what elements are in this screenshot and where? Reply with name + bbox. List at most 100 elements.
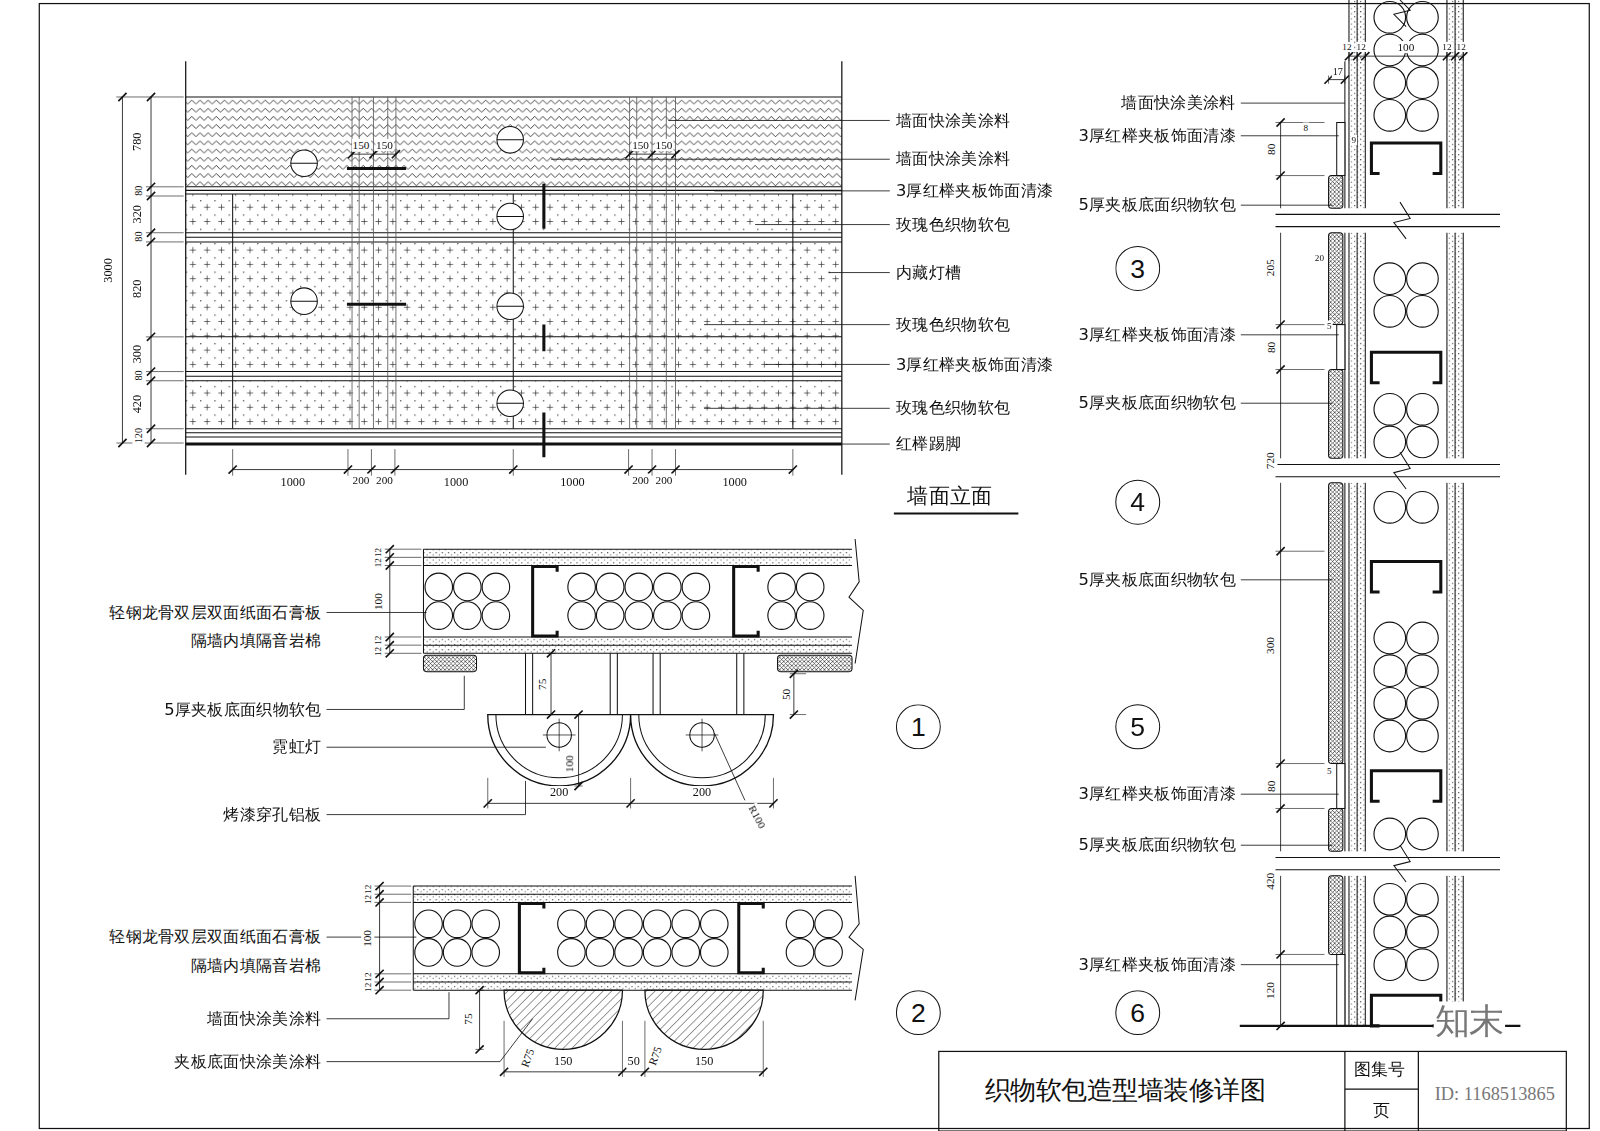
- dimension-line: [551, 653, 552, 714]
- extension-line: [146, 336, 184, 337]
- drawing-path: [645, 990, 763, 1049]
- drawing-path: [327, 612, 745, 814]
- extension-line: [385, 645, 422, 646]
- drawing-path: [291, 140, 524, 403]
- dimension-text: 1000: [559, 476, 586, 490]
- dimension-text: 120: [1264, 981, 1277, 1000]
- extension-line: [652, 449, 653, 476]
- dim-tick: [547, 649, 555, 657]
- dimension-line: [504, 1071, 763, 1072]
- extension-line: [1276, 324, 1325, 325]
- callout-number: 3: [1130, 255, 1145, 282]
- rock-wool-loop: [682, 573, 710, 601]
- dim-tick: [626, 150, 634, 158]
- rock-wool-loop: [1374, 2, 1406, 34]
- extension-line: [371, 449, 372, 476]
- drawing-rect: [1337, 764, 1345, 809]
- drawing-rect: [939, 1051, 1567, 1131]
- drawing-rect: [1337, 325, 1345, 370]
- dimension-line: [578, 715, 579, 786]
- extension-line: [1455, 51, 1456, 61]
- leader-label: 5厚夹板底面织物软包: [1078, 196, 1237, 215]
- leader-label: 玫瑰色织物软包: [895, 399, 1011, 418]
- rock-wool-loop: [815, 939, 843, 967]
- dimension-text: 150: [694, 1054, 714, 1068]
- dimension-text: 320: [131, 204, 145, 224]
- extension-line: [385, 565, 422, 566]
- rock-wool-loop: [672, 939, 700, 967]
- dimension-text: 12: [372, 546, 383, 557]
- rock-wool-loop: [1407, 296, 1439, 328]
- dimension-text: 100: [1396, 40, 1415, 53]
- dimension-text: R100: [745, 802, 769, 831]
- watermark: 知末: [1434, 1001, 1505, 1041]
- dimension-text: 150: [352, 138, 371, 151]
- dimension-text: 75: [535, 677, 548, 690]
- extension-line: [1344, 76, 1345, 84]
- dimension-text: 1000: [721, 476, 748, 490]
- dimension-text: 80: [1264, 142, 1277, 155]
- dimension-text: 150: [375, 138, 394, 151]
- dimension-text: 50: [779, 687, 792, 700]
- drawing-g: [1329, 176, 1343, 955]
- rock-wool-loop: [1374, 67, 1406, 99]
- extension-line: [1348, 51, 1349, 61]
- rock-wool-loop: [1407, 394, 1439, 426]
- leader-label: 红榉踢脚: [895, 435, 962, 454]
- dimension-text: 720: [1264, 451, 1277, 470]
- rock-wool-loop: [654, 573, 682, 601]
- drawing-path: [186, 443, 842, 446]
- rock-wool-loop: [1407, 426, 1439, 458]
- dimension-text: 80: [1264, 779, 1277, 792]
- dim-tick: [574, 710, 582, 718]
- leader-label: 3厚红榉夹板饰面清漆: [1078, 785, 1237, 804]
- rock-wool-loop: [815, 910, 843, 938]
- extension-line: [116, 96, 146, 97]
- dimension-text: 80: [133, 369, 145, 381]
- extension-line: [547, 653, 555, 654]
- extension-line: [630, 778, 631, 809]
- rock-wool-loop: [482, 573, 510, 601]
- extension-line: [395, 151, 396, 157]
- dimension-text: 12: [1341, 42, 1352, 53]
- steel-stud: [739, 903, 763, 972]
- dimension-line: [479, 990, 480, 1049]
- dim-tick: [392, 150, 400, 158]
- drawing-path: [327, 937, 533, 1062]
- extension-line: [622, 1021, 623, 1077]
- rock-wool-loop: [786, 939, 814, 967]
- extension-line: [146, 186, 184, 187]
- dimension-text: 150: [655, 138, 674, 151]
- rock-wool-loop: [586, 910, 614, 938]
- drawing-path: [543, 719, 719, 752]
- leader-label: 墙面快涂美涂料: [895, 150, 1011, 169]
- drawing-path: [496, 715, 765, 778]
- dim-tick: [547, 710, 555, 718]
- dimension-line: [122, 97, 123, 443]
- dim-tick: [671, 150, 679, 158]
- drawing-path: [894, 512, 1018, 514]
- extension-line: [374, 990, 411, 991]
- rock-wool-loop: [1374, 949, 1406, 981]
- rock-wool-loop: [472, 939, 500, 967]
- extension-line: [773, 778, 774, 809]
- extension-line: [352, 151, 353, 157]
- extension-line: [1463, 51, 1464, 61]
- dimension-text: 1000: [280, 476, 307, 490]
- rock-wool-loop: [586, 939, 614, 967]
- drawing-rect: [1276, 208, 1503, 232]
- dimension-text: 12: [1441, 42, 1452, 53]
- vertical-section-details: [1240, 0, 1521, 1026]
- steel-stud: [1371, 561, 1440, 592]
- dimension-text: 820: [131, 279, 145, 299]
- rock-wool-loop: [1407, 100, 1439, 132]
- section-two: [327, 876, 864, 1062]
- callout-number: 2: [911, 999, 926, 1026]
- rock-wool-loop: [1374, 622, 1406, 654]
- section-one: [327, 539, 864, 815]
- leader-label: 3厚红榉夹板饰面清漆: [1078, 127, 1237, 146]
- dimension-line: [793, 674, 794, 715]
- wall-elevation: [186, 61, 1019, 513]
- extension-line: [763, 1021, 764, 1077]
- dim-tick: [348, 150, 356, 158]
